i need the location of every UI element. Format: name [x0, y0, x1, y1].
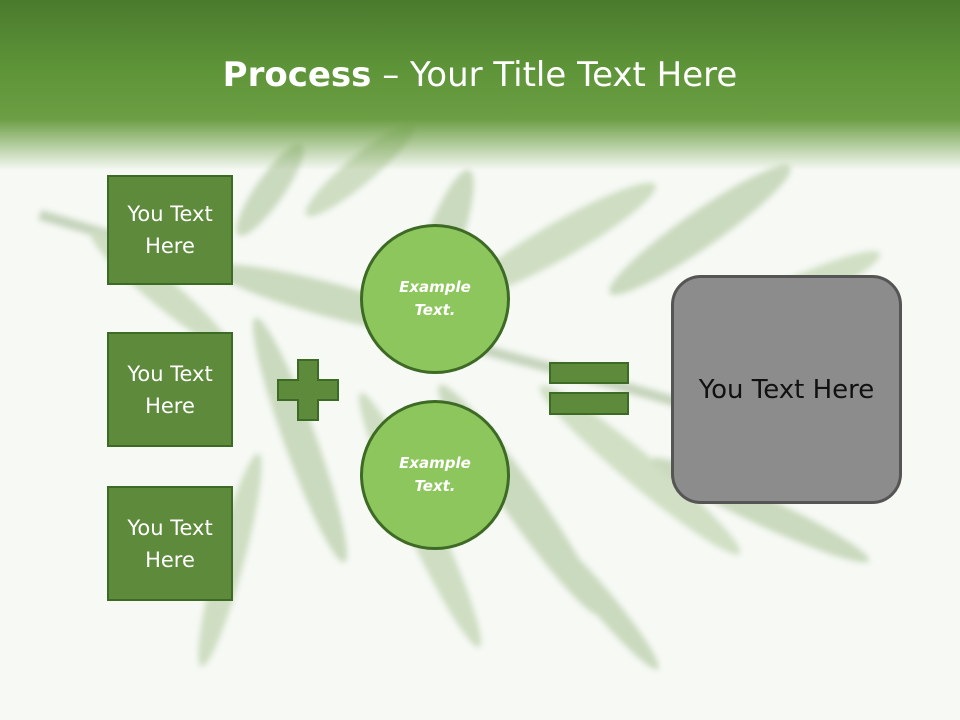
input-box-label: You Text Here	[127, 202, 213, 258]
result-box: You Text Here	[671, 275, 902, 504]
input-box-3: You Text Here	[107, 486, 233, 601]
title-rest: Your Title Text Here	[410, 55, 738, 95]
input-box-2: You Text Here	[107, 332, 233, 447]
equals-icon	[549, 362, 629, 415]
example-circle-label: Example Text.	[399, 278, 471, 319]
input-box-1: You Text Here	[107, 175, 233, 285]
title-bold: Process	[222, 55, 372, 95]
example-circle-2: Example Text.	[360, 400, 510, 550]
plus-icon	[277, 359, 339, 421]
header-band	[0, 0, 960, 170]
example-circle-1: Example Text.	[360, 224, 510, 374]
input-box-label: You Text Here	[127, 361, 213, 418]
slide-title: Process – Your Title Text Here	[0, 52, 960, 98]
title-separator: –	[371, 55, 411, 95]
result-label: You Text Here	[698, 374, 875, 405]
example-circle-label: Example Text.	[399, 454, 471, 495]
input-box-label: You Text Here	[127, 515, 213, 572]
